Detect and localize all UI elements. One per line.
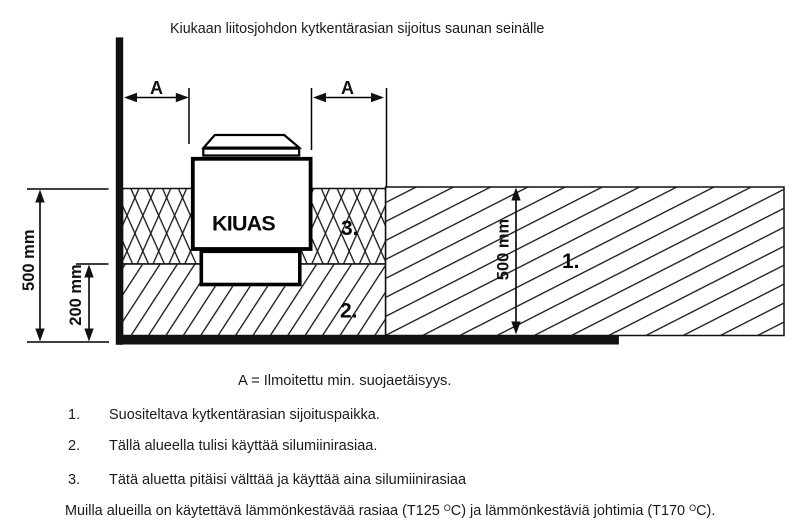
- svg-text:2.: 2.: [340, 300, 358, 323]
- svg-text:KIUAS: KIUAS: [212, 211, 275, 235]
- svg-text:A: A: [150, 78, 163, 98]
- svg-text:500 mm: 500 mm: [20, 229, 38, 290]
- svg-text:A: A: [341, 78, 354, 98]
- svg-text:3.: 3.: [341, 217, 359, 240]
- svg-text:1.: 1.: [562, 250, 580, 273]
- svg-text:500 mm: 500 mm: [495, 219, 513, 280]
- svg-text:200 mm: 200 mm: [67, 264, 85, 325]
